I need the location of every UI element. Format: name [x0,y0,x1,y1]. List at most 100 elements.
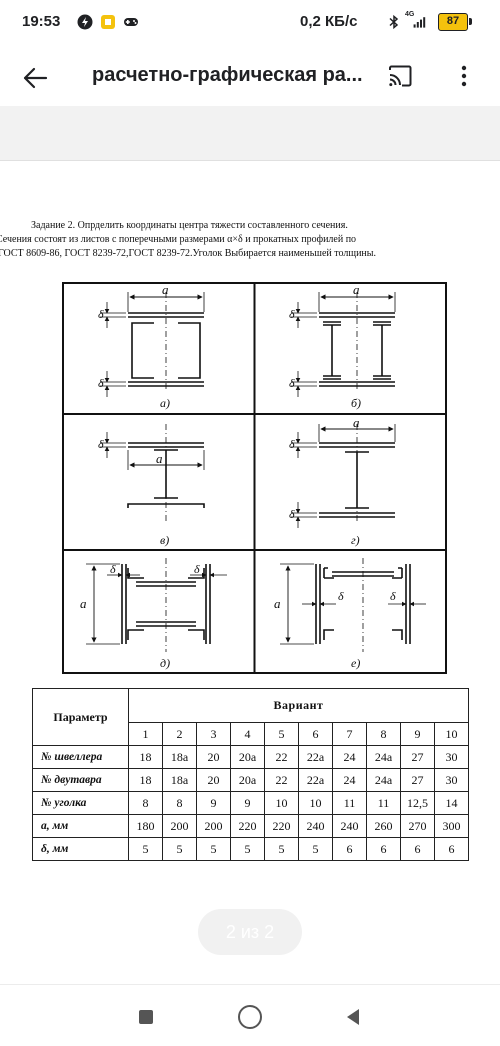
arrow-left-icon[interactable] [16,58,56,98]
table-cell: 5 [162,837,197,861]
battery-icon: 87 [438,13,472,31]
table-cell: 22а [298,745,333,769]
network-type-label: 4G [405,11,415,18]
dim-delta-label: δ [98,307,104,321]
dim-a-label: a [80,596,87,611]
table-cell: 5 [196,837,231,861]
table-cell: 11 [366,791,401,815]
dim-a-label: a [162,282,169,297]
dim-a-label: a [156,451,163,466]
variant-number: 3 [196,722,231,746]
table-cell: 5 [298,837,333,861]
app-notification-icon [101,15,115,29]
more-vert-icon[interactable] [452,60,476,92]
dim-delta-label: δ [390,589,396,603]
table-cell: 180 [128,814,163,838]
table-cell: 220 [264,814,299,838]
table-cell: 10 [264,791,299,815]
row-label: а, мм [32,814,129,838]
table-cell: 240 [298,814,333,838]
figure-caption: б) [351,396,361,410]
dim-delta-label: δ [289,437,295,451]
table-cell: 22 [264,768,299,792]
table-cell: 27 [400,768,435,792]
variant-number: 4 [230,722,265,746]
table-cell: 240 [332,814,367,838]
table-cell: 14 [434,791,469,815]
status-bar: 19:53 0,2 КБ/с 4G 87 [0,0,500,46]
table-cell: 200 [196,814,231,838]
gamepad-icon [124,18,138,26]
previous-page-strip [0,106,500,161]
dim-delta-label: δ [289,376,295,390]
home-icon[interactable] [238,1005,262,1029]
variant-number: 7 [332,722,367,746]
shield-bolt-icon [77,14,93,30]
table-row: а, мм 180 200 200 220 220 240 240 260 27… [32,814,469,838]
section-figure: a a a a a a δ δ δ δ δ δ δ δ δ δ δ а) б) … [62,282,447,674]
bluetooth-icon [389,14,399,30]
row-label: № уголка [32,791,129,815]
figure-caption: г) [351,533,360,547]
variant-number: 10 [434,722,469,746]
table-cell: 18 [128,768,163,792]
task-text: Задание 2. Опрделить координаты центра т… [0,219,500,261]
dim-delta-label: δ [98,376,104,390]
dim-a-label: a [353,415,360,430]
status-time: 19:53 [22,13,61,30]
variant-number: 8 [366,722,401,746]
table-cell: 18а [162,768,197,792]
dim-a-label: a [353,282,360,297]
table-cell: 18а [162,745,197,769]
table-cell: 30 [434,745,469,769]
task-line: ГОСТ 8609-86, ГОСТ 8239-72,ГОСТ 8239-72.… [0,248,376,259]
table-cell: 20а [230,768,265,792]
task-line: Сечения состоят из листов с поперечными … [0,234,357,245]
table-cell: 24а [366,745,401,769]
signal-icon [413,17,426,28]
table-cell: 6 [332,837,367,861]
table-cell: 8 [128,791,163,815]
table-row: № двутавра 18 18а 20 20а 22 22а 24 24а 2… [32,768,469,792]
table-cell: 30 [434,768,469,792]
table-cell: 27 [400,745,435,769]
cast-icon[interactable] [384,60,416,92]
figure-caption: а) [160,396,170,410]
table-cell: 8 [162,791,197,815]
variant-number: 1 [128,722,163,746]
table-cell: 260 [366,814,401,838]
nav-back-icon[interactable] [345,1008,361,1026]
table-cell: 24 [332,768,367,792]
variant-number: 9 [400,722,435,746]
task-line: Задание 2. Опрделить координаты центра т… [31,220,348,231]
table-cell: 200 [162,814,197,838]
document-title: расчетно-графическая ра... [92,64,363,86]
table-cell: 220 [230,814,265,838]
dim-a-label: a [274,596,281,611]
figure-caption: е) [351,656,360,670]
table-cell: 6 [434,837,469,861]
row-label: № швеллера [32,745,129,769]
table-cell: 9 [196,791,231,815]
figure-caption: в) [160,533,169,547]
document-page[interactable]: Задание 2. Опрделить координаты центра т… [0,162,500,984]
dim-delta-label: δ [110,562,116,576]
variant-number: 6 [298,722,333,746]
table-cell: 300 [434,814,469,838]
table-cell: 22 [264,745,299,769]
dim-delta-label: δ [338,589,344,603]
app-bar: расчетно-графическая ра... [0,46,500,106]
table-cell: 12,5 [400,791,435,815]
variant-header: Вариант [128,688,469,723]
table-cell: 6 [366,837,401,861]
param-header: Параметр [32,688,129,746]
table-cell: 20а [230,745,265,769]
table-row: 1 2 3 4 5 6 7 8 9 10 [33,722,469,746]
table-cell: 270 [400,814,435,838]
recent-apps-icon[interactable] [139,1010,153,1024]
system-nav-bar [0,984,500,1046]
figure-caption: д) [160,656,170,670]
variant-number: 2 [162,722,197,746]
table-cell: 11 [332,791,367,815]
table-cell: 22а [298,768,333,792]
